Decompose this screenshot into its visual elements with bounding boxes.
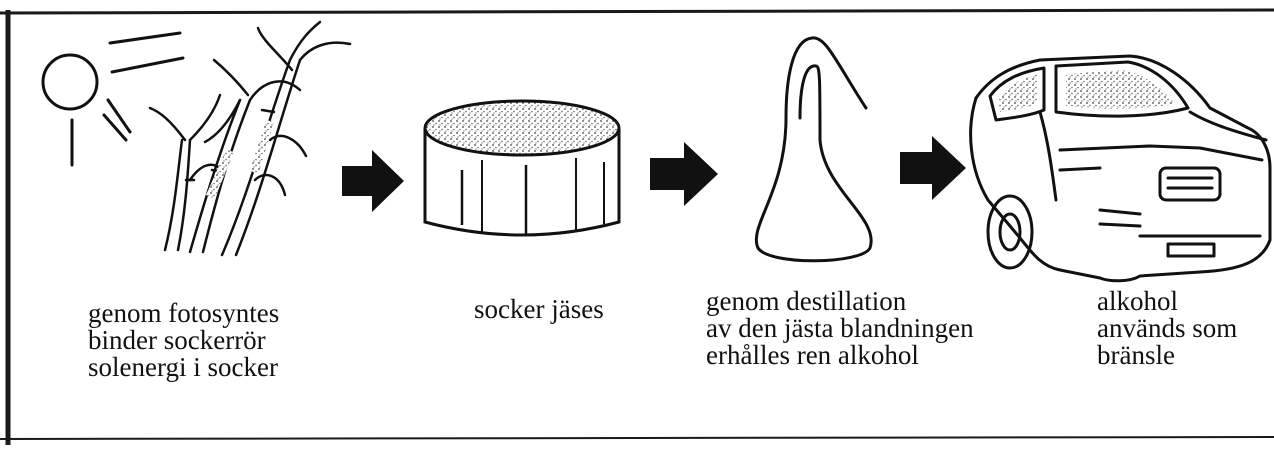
step-caption-distillation: genom destillation av den jästa blandnin… <box>706 288 974 369</box>
distillation-flask-icon <box>756 38 871 261</box>
arrow-right-icon <box>900 136 966 200</box>
caption-line: används som <box>1097 315 1237 342</box>
caption-line: solenergi i socker <box>88 354 279 381</box>
caption-line: bränsle <box>1097 342 1237 369</box>
caption-line: genom fotosyntes <box>88 300 279 327</box>
caption-line: alkohol <box>1097 288 1237 315</box>
sugarcane-stipple <box>206 120 274 200</box>
caption-line: socker jäses <box>474 296 604 323</box>
frame-bottom-line <box>0 437 1274 439</box>
caption-line: genom destillation <box>706 288 974 315</box>
car-window-stipple <box>998 70 1176 112</box>
sugar-tub-icon <box>425 101 619 235</box>
caption-line: erhålles ren alkohol <box>706 342 974 369</box>
caption-line: binder sockerrör <box>88 327 279 354</box>
caption-line: av den jästa blandningen <box>706 315 974 342</box>
sugarcane-icon <box>150 22 350 255</box>
arrow-right-icon <box>650 142 718 206</box>
step-caption-photosynthesis: genom fotosyntes binder sockerrör solene… <box>88 300 279 381</box>
arrow-right-icon <box>342 150 404 212</box>
step-caption-fermentation: socker jäses <box>474 296 604 323</box>
frame-top-line <box>0 10 1274 13</box>
step-caption-fuel: alkohol används som bränsle <box>1097 288 1237 369</box>
sun-icon <box>43 33 183 165</box>
